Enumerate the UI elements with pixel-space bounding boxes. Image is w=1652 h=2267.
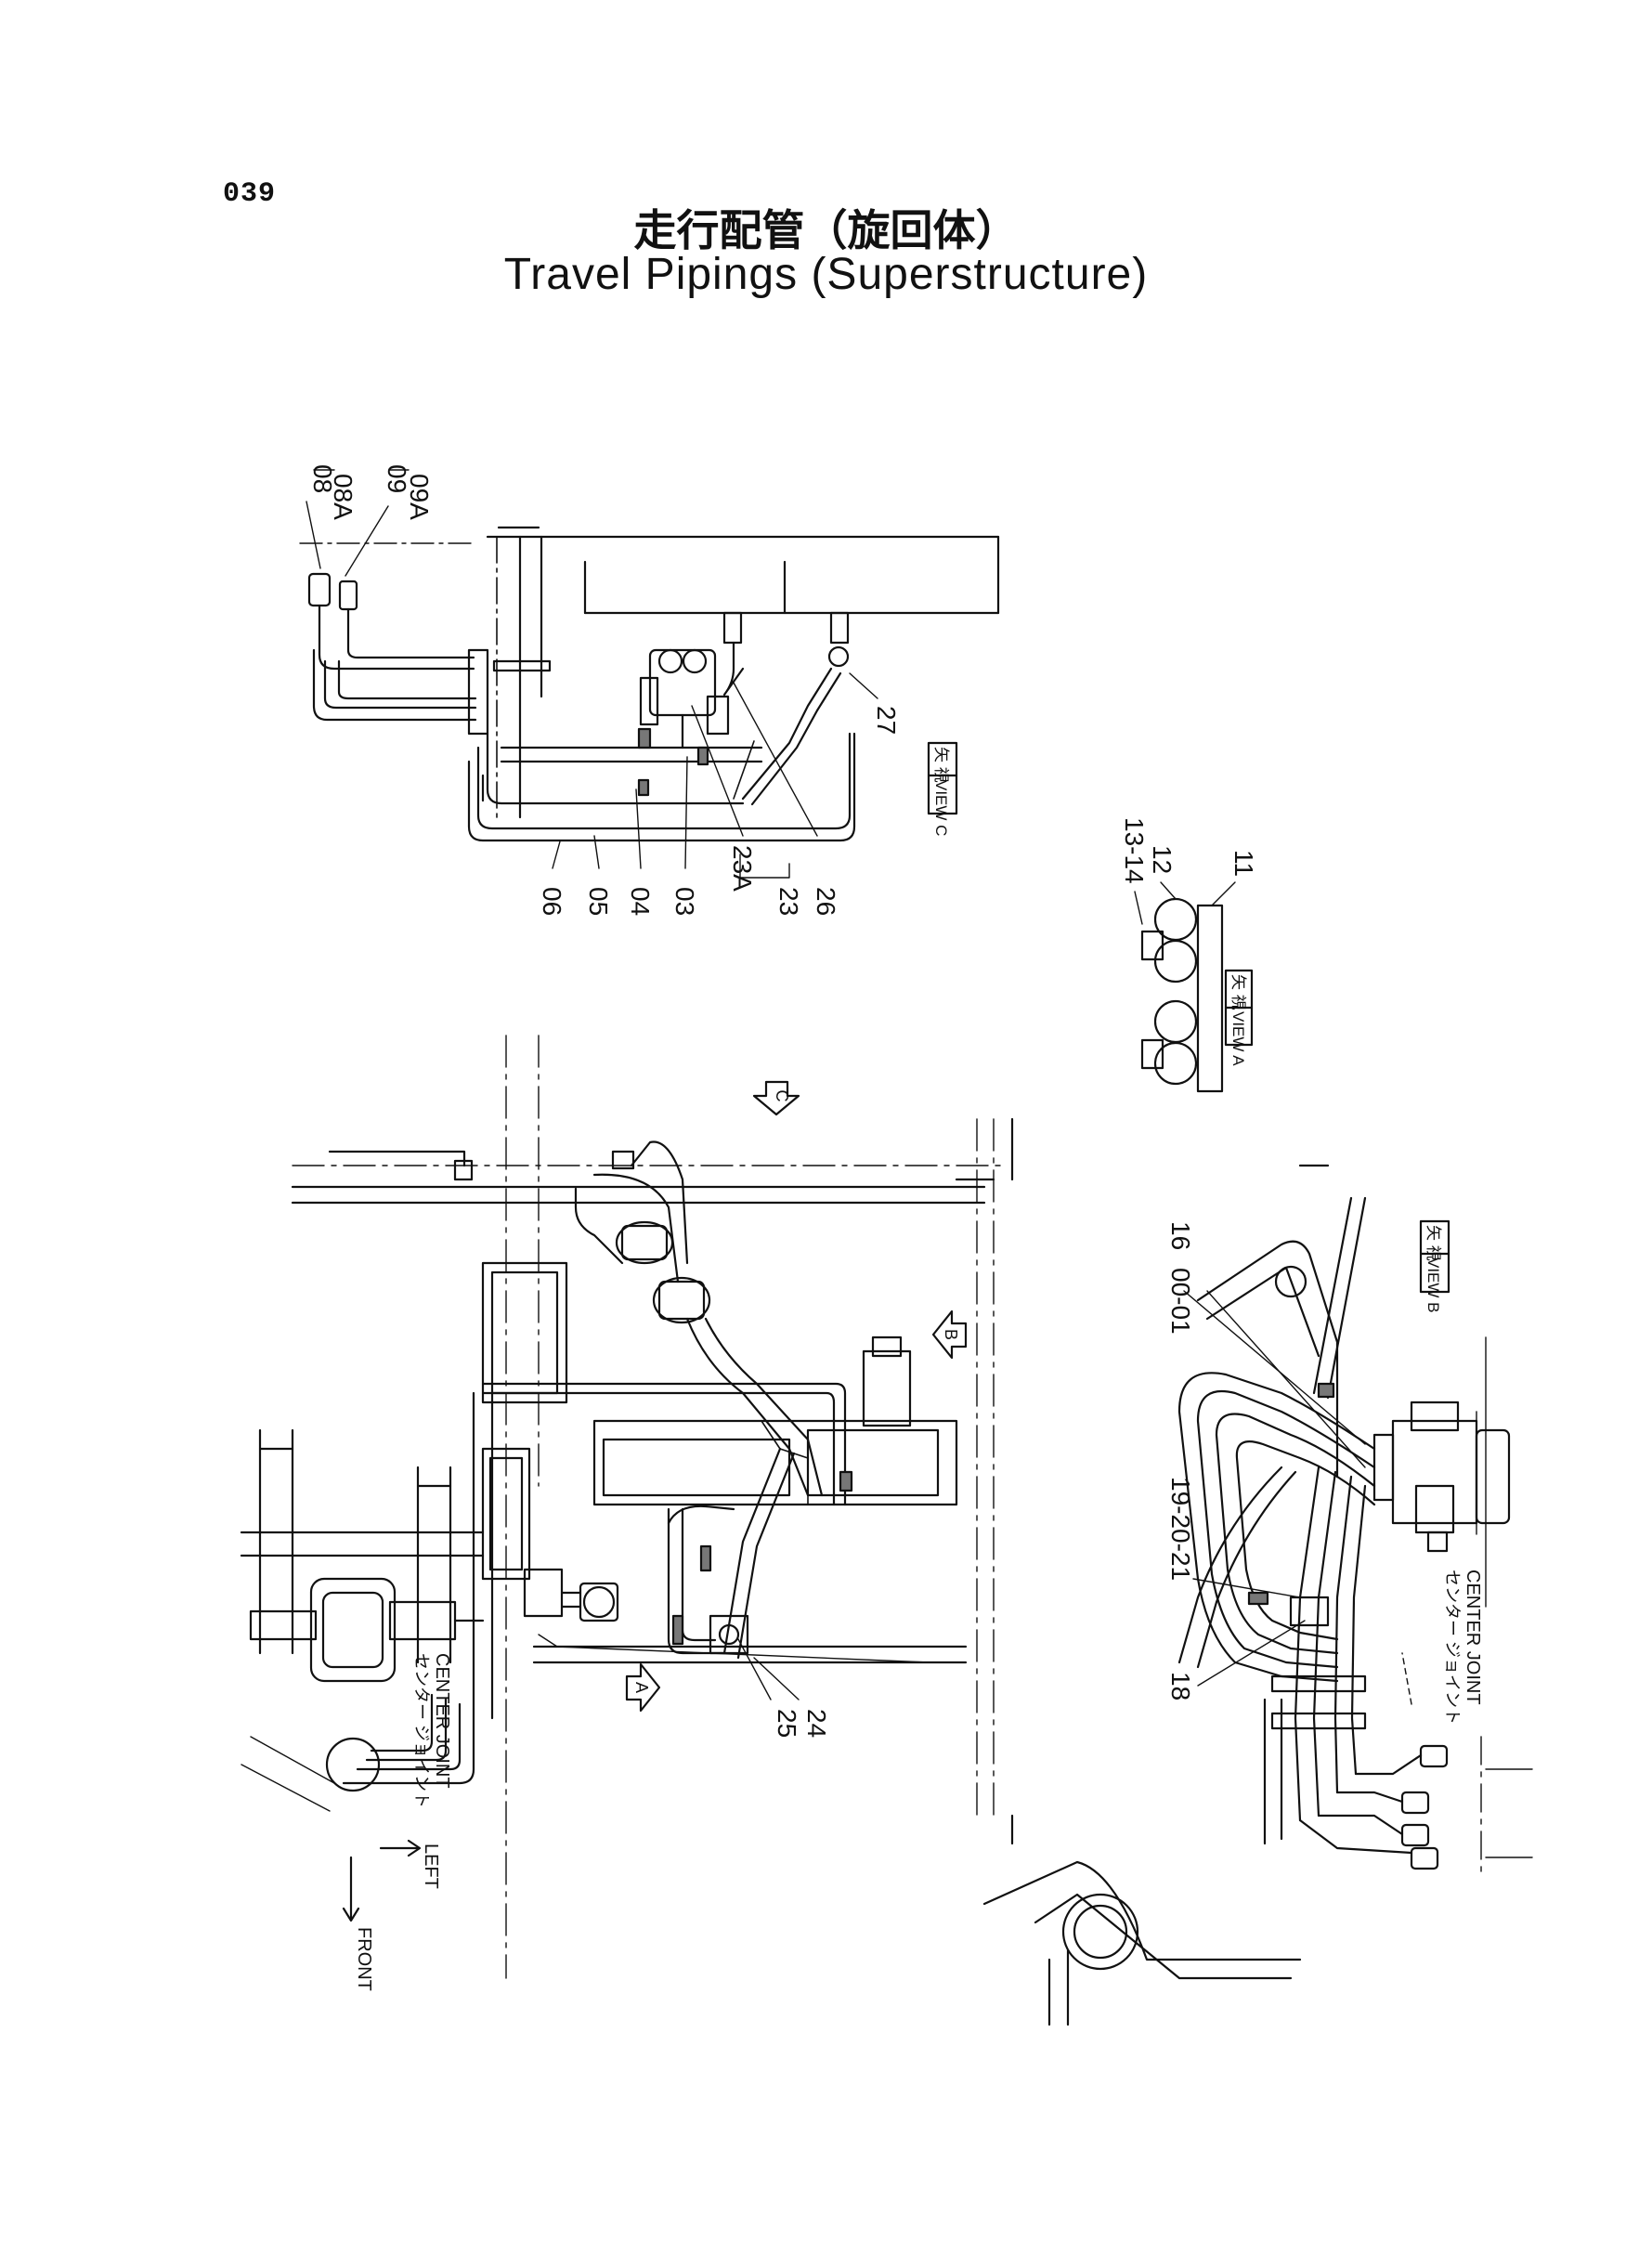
label-23a: 23A xyxy=(728,845,757,892)
center-joint-en-b: CENTER JOINT xyxy=(1463,1570,1483,1705)
label-23: 23 xyxy=(774,887,803,916)
view-c-label-en: VIEW C xyxy=(932,780,950,836)
label-26: 26 xyxy=(812,887,840,916)
label-19-20-21: 19-20-21 xyxy=(1166,1477,1195,1581)
view-a-label-jp: 矢 視 xyxy=(1229,974,1247,1010)
page-number: 039 xyxy=(223,178,277,210)
label-08a: 08A xyxy=(329,474,358,520)
view-b-label-en: VIEW B xyxy=(1424,1257,1442,1313)
title-japanese: 走行配管（旋回体） xyxy=(633,205,1019,255)
main-plan-view xyxy=(240,1035,1014,1979)
label-11: 11 xyxy=(1229,850,1258,877)
label-18: 18 xyxy=(1166,1672,1195,1700)
view-a-assembly xyxy=(1134,881,1254,1093)
label-13-14: 13-14 xyxy=(1120,817,1149,884)
direction-left: LEFT xyxy=(421,1844,441,1889)
direction-front: FRONT xyxy=(354,1927,374,1991)
view-c-assembly xyxy=(299,469,1000,879)
label-24: 24 xyxy=(802,1709,831,1738)
label-00-01: 00-01 xyxy=(1166,1268,1195,1335)
label-05: 05 xyxy=(584,887,613,916)
view-b-label-jp: 矢 視 xyxy=(1424,1225,1442,1261)
title-english: Travel Pipings (Superstructure) xyxy=(503,250,1149,299)
center-joint-kana-b: センター ジョイント xyxy=(1443,1570,1462,1725)
view-c-label-jp: 矢 視 xyxy=(932,747,950,783)
label-08: 08 xyxy=(308,464,337,493)
center-joint-kana-main: センター ジョイント xyxy=(412,1653,431,1808)
label-16: 16 xyxy=(1166,1221,1195,1250)
view-b-assembly xyxy=(982,1164,1533,2026)
center-joint-en-main: CENTER JOINT xyxy=(432,1653,452,1789)
label-03: 03 xyxy=(670,887,699,916)
arrow-marker-b: B xyxy=(942,1329,960,1340)
label-09a: 09A xyxy=(405,474,434,520)
label-25: 25 xyxy=(773,1709,801,1738)
label-04: 04 xyxy=(626,887,655,916)
arrow-marker-c: C xyxy=(773,1090,791,1102)
label-06: 06 xyxy=(538,887,566,916)
label-09: 09 xyxy=(383,464,411,493)
label-12: 12 xyxy=(1148,845,1177,874)
label-27: 27 xyxy=(872,706,901,735)
arrow-marker-a: A xyxy=(632,1682,651,1693)
view-a-label-en: VIEW A xyxy=(1229,1011,1247,1066)
